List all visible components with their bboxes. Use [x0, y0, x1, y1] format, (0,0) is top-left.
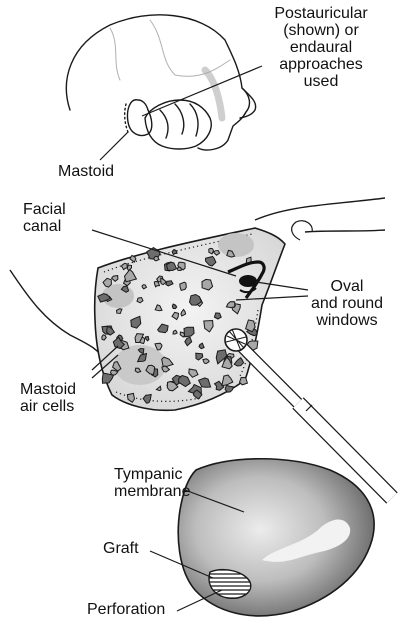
label-mastoid: Mastoid: [58, 163, 114, 180]
label-air-cells-line-2: air cells: [20, 398, 76, 415]
label-approaches-line-2: (shown) or: [250, 22, 392, 39]
ear: [127, 100, 151, 136]
air-cell: [225, 385, 233, 392]
head-sketch: [66, 15, 255, 150]
label-approaches-line-3: endaural: [250, 39, 392, 56]
label-windows-line-2: and round: [306, 295, 388, 312]
label-windows: Oval and round windows: [306, 278, 388, 329]
label-perforation: Perforation: [87, 601, 165, 618]
air-cell: [240, 378, 248, 385]
oval-window: [239, 275, 257, 287]
label-facial-canal: Facial canal: [23, 201, 66, 235]
label-approaches-line-1: Postauricular: [250, 5, 392, 22]
label-approaches-line-4: approaches: [250, 56, 392, 73]
air-cell: [209, 248, 214, 254]
label-graft: Graft: [103, 540, 139, 557]
label-tympanic-membrane: Tympanic membrane: [114, 466, 190, 500]
label-facial-canal-line-2: canal: [23, 218, 66, 235]
air-cell: [180, 282, 187, 290]
air-cell: [202, 279, 213, 290]
label-approaches-line-5: used: [250, 73, 392, 90]
label-tympanic-line-2: membrane: [114, 483, 190, 500]
air-cell: [178, 267, 182, 270]
label-windows-line-3: windows: [306, 312, 388, 329]
air-cell: [173, 330, 177, 334]
label-air-cells-line-1: Mastoid: [20, 381, 76, 398]
label-facial-canal-line-1: Facial: [23, 201, 66, 218]
label-tympanic-line-1: Tympanic: [114, 466, 190, 483]
air-cell: [203, 359, 209, 364]
label-approaches: Postauricular (shown) or endaural approa…: [250, 5, 392, 90]
label-windows-line-1: Oval: [306, 278, 388, 295]
mastoid-section: [10, 198, 392, 498]
air-cell: [214, 313, 221, 319]
air-cell: [117, 309, 122, 314]
label-air-cells: Mastoid air cells: [20, 381, 76, 415]
air-cell: [154, 281, 159, 286]
tympanic-membrane-view: [178, 459, 374, 616]
